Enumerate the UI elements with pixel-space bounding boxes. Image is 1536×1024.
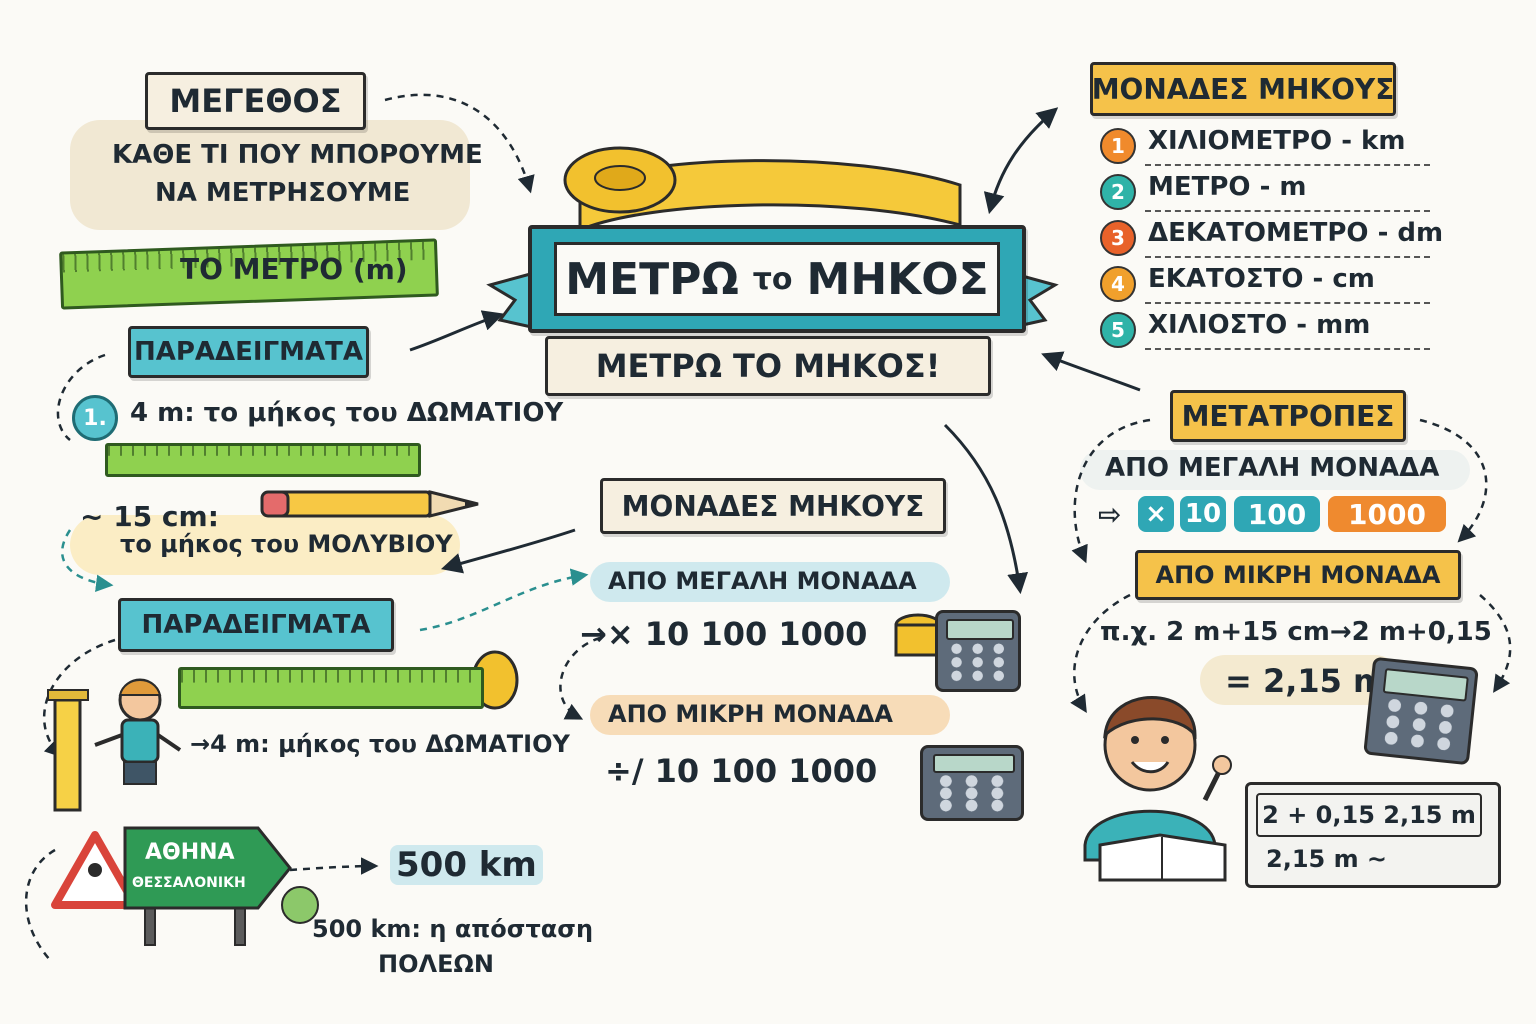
unit-underline-4 bbox=[1145, 302, 1430, 304]
conv-small-banner: ΑΠΟ ΜΙΚΡΗ ΜΟΝΑΔΑ bbox=[1135, 550, 1461, 600]
conv-example: π.χ. 2 m+15 cm→2 m+0,15 bbox=[1100, 617, 1492, 647]
wash-result bbox=[1200, 655, 1400, 705]
example1-pencil-b: το μήκος του ΜΟΛΥΒΙΟΥ bbox=[120, 530, 453, 558]
size-banner-text: ΜΕΓΕΘΟΣ bbox=[169, 82, 342, 120]
unit-underline-3 bbox=[1145, 256, 1430, 258]
distance-line-2: ΠΟΛΕΩΝ bbox=[378, 950, 494, 978]
unit-underline-1 bbox=[1145, 164, 1430, 166]
center-small-unit: ΑΠΟ ΜΙΚΡΗ ΜΟΝΑΔΑ bbox=[608, 700, 893, 728]
wash-big-right bbox=[1080, 450, 1470, 490]
units-list-banner-text: ΜΟΝΑΔΕΣ ΜΗΚΟΥΣ bbox=[1091, 72, 1395, 106]
calc3-keys bbox=[1377, 695, 1462, 754]
examples2-banner: ΠΑΡΑΔΕΙΓΜΑΤΑ bbox=[118, 598, 394, 652]
size-line-1: ΚΑΘΕ ΤΙ ΠΟΥ ΜΠΟΡΟΥΜΕ bbox=[112, 140, 483, 170]
subtitle-text: ΜΕΤΡΩ ΤΟ ΜΗΚΟΣ! bbox=[595, 347, 941, 385]
units-center-banner-text: ΜΟΝΑΔΕΣ ΜΗΚΟΥΣ bbox=[621, 489, 925, 523]
unit-number-2: 2 bbox=[1100, 174, 1136, 210]
conv-big-unit: ΑΠΟ ΜΕΓΑΛΗ ΜΟΝΑΔΑ bbox=[1105, 453, 1440, 483]
example1-number-text: 1. bbox=[83, 405, 107, 431]
title-inner: ΜΕΤΡΩ το ΜΗΚΟΣ bbox=[554, 242, 1000, 316]
example1-pencil-a: ~ 15 cm: bbox=[80, 500, 219, 533]
conv-result: = 2,15 m bbox=[1225, 662, 1387, 700]
title-word-measure: ΜΕΤΡΩ bbox=[565, 253, 739, 305]
board-line-1: 2 + 0,15 2,15 m bbox=[1256, 793, 1482, 837]
examples1-banner: ΠΑΡΑΔΕΙΓΜΑΤΑ bbox=[128, 326, 369, 378]
unit-underline-5 bbox=[1145, 348, 1430, 350]
room-ruler-2 bbox=[178, 667, 484, 709]
size-line-2: ΝΑ ΜΕΤΡΗΣΟΥΜΕ bbox=[155, 178, 411, 208]
unit-label-4: ΕΚΑΤΟΣΤΟ - cm bbox=[1148, 264, 1375, 294]
units-center-banner: ΜΟΝΑΔΕΣ ΜΗΚΟΥΣ bbox=[600, 478, 946, 534]
conversions-banner: ΜΕΤΑΤΡΟΠΕΣ bbox=[1170, 390, 1406, 442]
examples1-banner-text: ΠΑΡΑΔΕΙΓΜΑΤΑ bbox=[133, 337, 364, 367]
meter-ruler-label: ΤΟ ΜΕΤΡΟ (m) bbox=[180, 253, 408, 286]
calc1-keys bbox=[946, 641, 1010, 683]
calculator-2 bbox=[920, 745, 1024, 821]
calc2-keys bbox=[932, 774, 1012, 813]
units-list-banner: ΜΟΝΑΔΕΣ ΜΗΚΟΥΣ bbox=[1090, 62, 1396, 116]
calc2-screen bbox=[932, 753, 1016, 773]
unit-number-4: 4 bbox=[1100, 266, 1136, 302]
wash-big-center bbox=[590, 562, 950, 602]
distance-km: 500 km bbox=[390, 845, 543, 885]
unit-label-3: ΔΕΚΑΤΟΜΕΤΡΟ - dm bbox=[1148, 218, 1444, 248]
unit-label-5: ΧΙΛΙΟΣΤΟ - mm bbox=[1148, 310, 1371, 340]
calculator-1 bbox=[935, 610, 1021, 692]
title-word-length: ΜΗΚΟΣ bbox=[806, 253, 989, 305]
wash-pencil bbox=[70, 515, 460, 575]
example2-room: →4 m: μήκος του ΔΩΜΑΤΙΟΥ bbox=[190, 730, 570, 758]
conv-pill-10: 10 bbox=[1180, 496, 1226, 532]
subtitle-banner: ΜΕΤΡΩ ΤΟ ΜΗΚΟΣ! bbox=[545, 336, 991, 396]
sign-thessaloniki: ΘΕΣΣΑΛΟΝΙΚΗ bbox=[132, 875, 246, 891]
wash-size bbox=[70, 120, 470, 230]
example1-room: 4 m: το μήκος του ΔΩΜΑΤΙΟΥ bbox=[130, 398, 564, 428]
title-banner: ΜΕΤΡΩ το ΜΗΚΟΣ bbox=[528, 225, 1026, 333]
sign-athens: ΑΘΗΝΑ bbox=[145, 840, 235, 865]
conv-small-banner-text: ΑΠΟ ΜΙΚΡΗ ΜΟΝΑΔΑ bbox=[1155, 561, 1441, 589]
conv-arrow-icon: ⇨ bbox=[1098, 498, 1122, 531]
example1-number: 1. bbox=[72, 395, 118, 441]
conversions-banner-text: ΜΕΤΑΤΡΟΠΕΣ bbox=[1181, 399, 1395, 433]
unit-label-2: ΜΕΤΡΟ - m bbox=[1148, 172, 1307, 202]
unit-label-1: ΧΙΛΙΟΜΕΤΡΟ - km bbox=[1148, 126, 1406, 156]
wash-small-center bbox=[590, 695, 950, 735]
distance-line-1: 500 km: η απόσταση bbox=[312, 915, 594, 943]
center-divide: ÷/ 10 100 1000 bbox=[605, 752, 878, 790]
calc1-screen bbox=[946, 619, 1014, 640]
center-multiply: →× 10 100 1000 bbox=[580, 615, 868, 653]
conv-pill-1000: 1000 bbox=[1328, 496, 1446, 532]
unit-number-1: 1 bbox=[1100, 128, 1136, 164]
unit-number-5: 5 bbox=[1100, 312, 1136, 348]
unit-underline-2 bbox=[1145, 210, 1430, 212]
title-word-the: το bbox=[752, 261, 793, 297]
conv-pill-x: × bbox=[1138, 496, 1174, 532]
size-banner: ΜΕΓΕΘΟΣ bbox=[145, 72, 366, 130]
room-ruler bbox=[105, 443, 421, 477]
board: 2 + 0,15 2,15 m 2,15 m ~ bbox=[1245, 782, 1501, 888]
conv-pill-100: 100 bbox=[1234, 496, 1320, 532]
unit-number-3: 3 bbox=[1100, 220, 1136, 256]
center-big-unit: ΑΠΟ ΜΕΓΑΛΗ ΜΟΝΑΔΑ bbox=[608, 567, 917, 595]
calculator-3 bbox=[1363, 656, 1479, 766]
board-line-2: 2,15 m ~ bbox=[1266, 845, 1388, 873]
examples2-banner-text: ΠΑΡΑΔΕΙΓΜΑΤΑ bbox=[141, 610, 371, 640]
